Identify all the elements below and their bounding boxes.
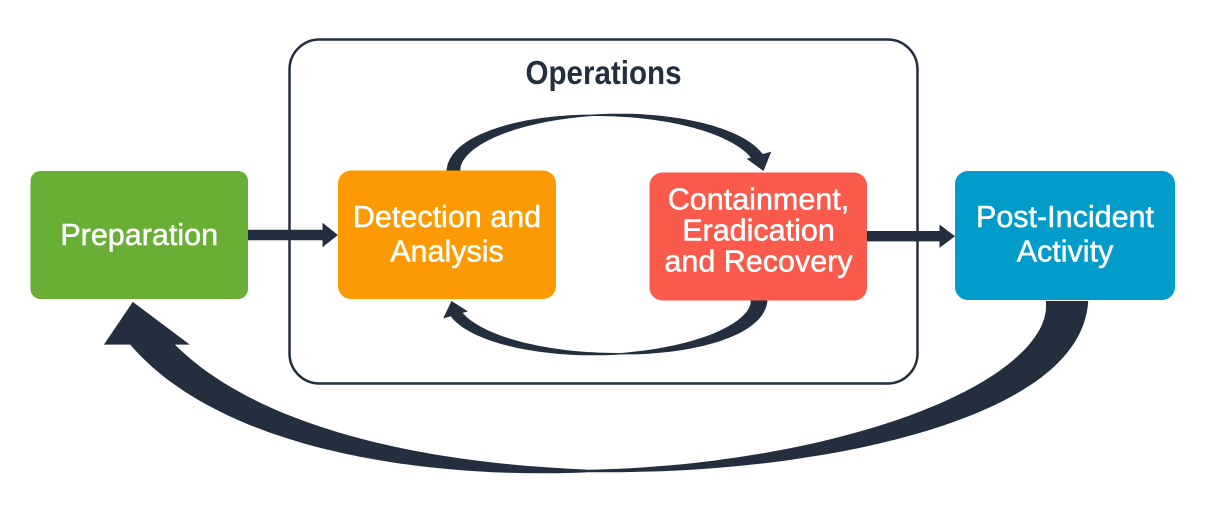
svg-text:Containment,: Containment, [668, 183, 849, 217]
svg-text:Post-Incident: Post-Incident [976, 200, 1155, 234]
svg-text:Detection and: Detection and [353, 200, 541, 234]
svg-text:Eradication: Eradication [682, 214, 835, 248]
svg-text:and Recovery: and Recovery [664, 244, 853, 278]
svg-text:Activity: Activity [1017, 234, 1114, 268]
svg-text:Analysis: Analysis [390, 234, 504, 268]
svg-text:Operations: Operations [526, 54, 682, 91]
svg-text:Preparation: Preparation [60, 218, 218, 252]
